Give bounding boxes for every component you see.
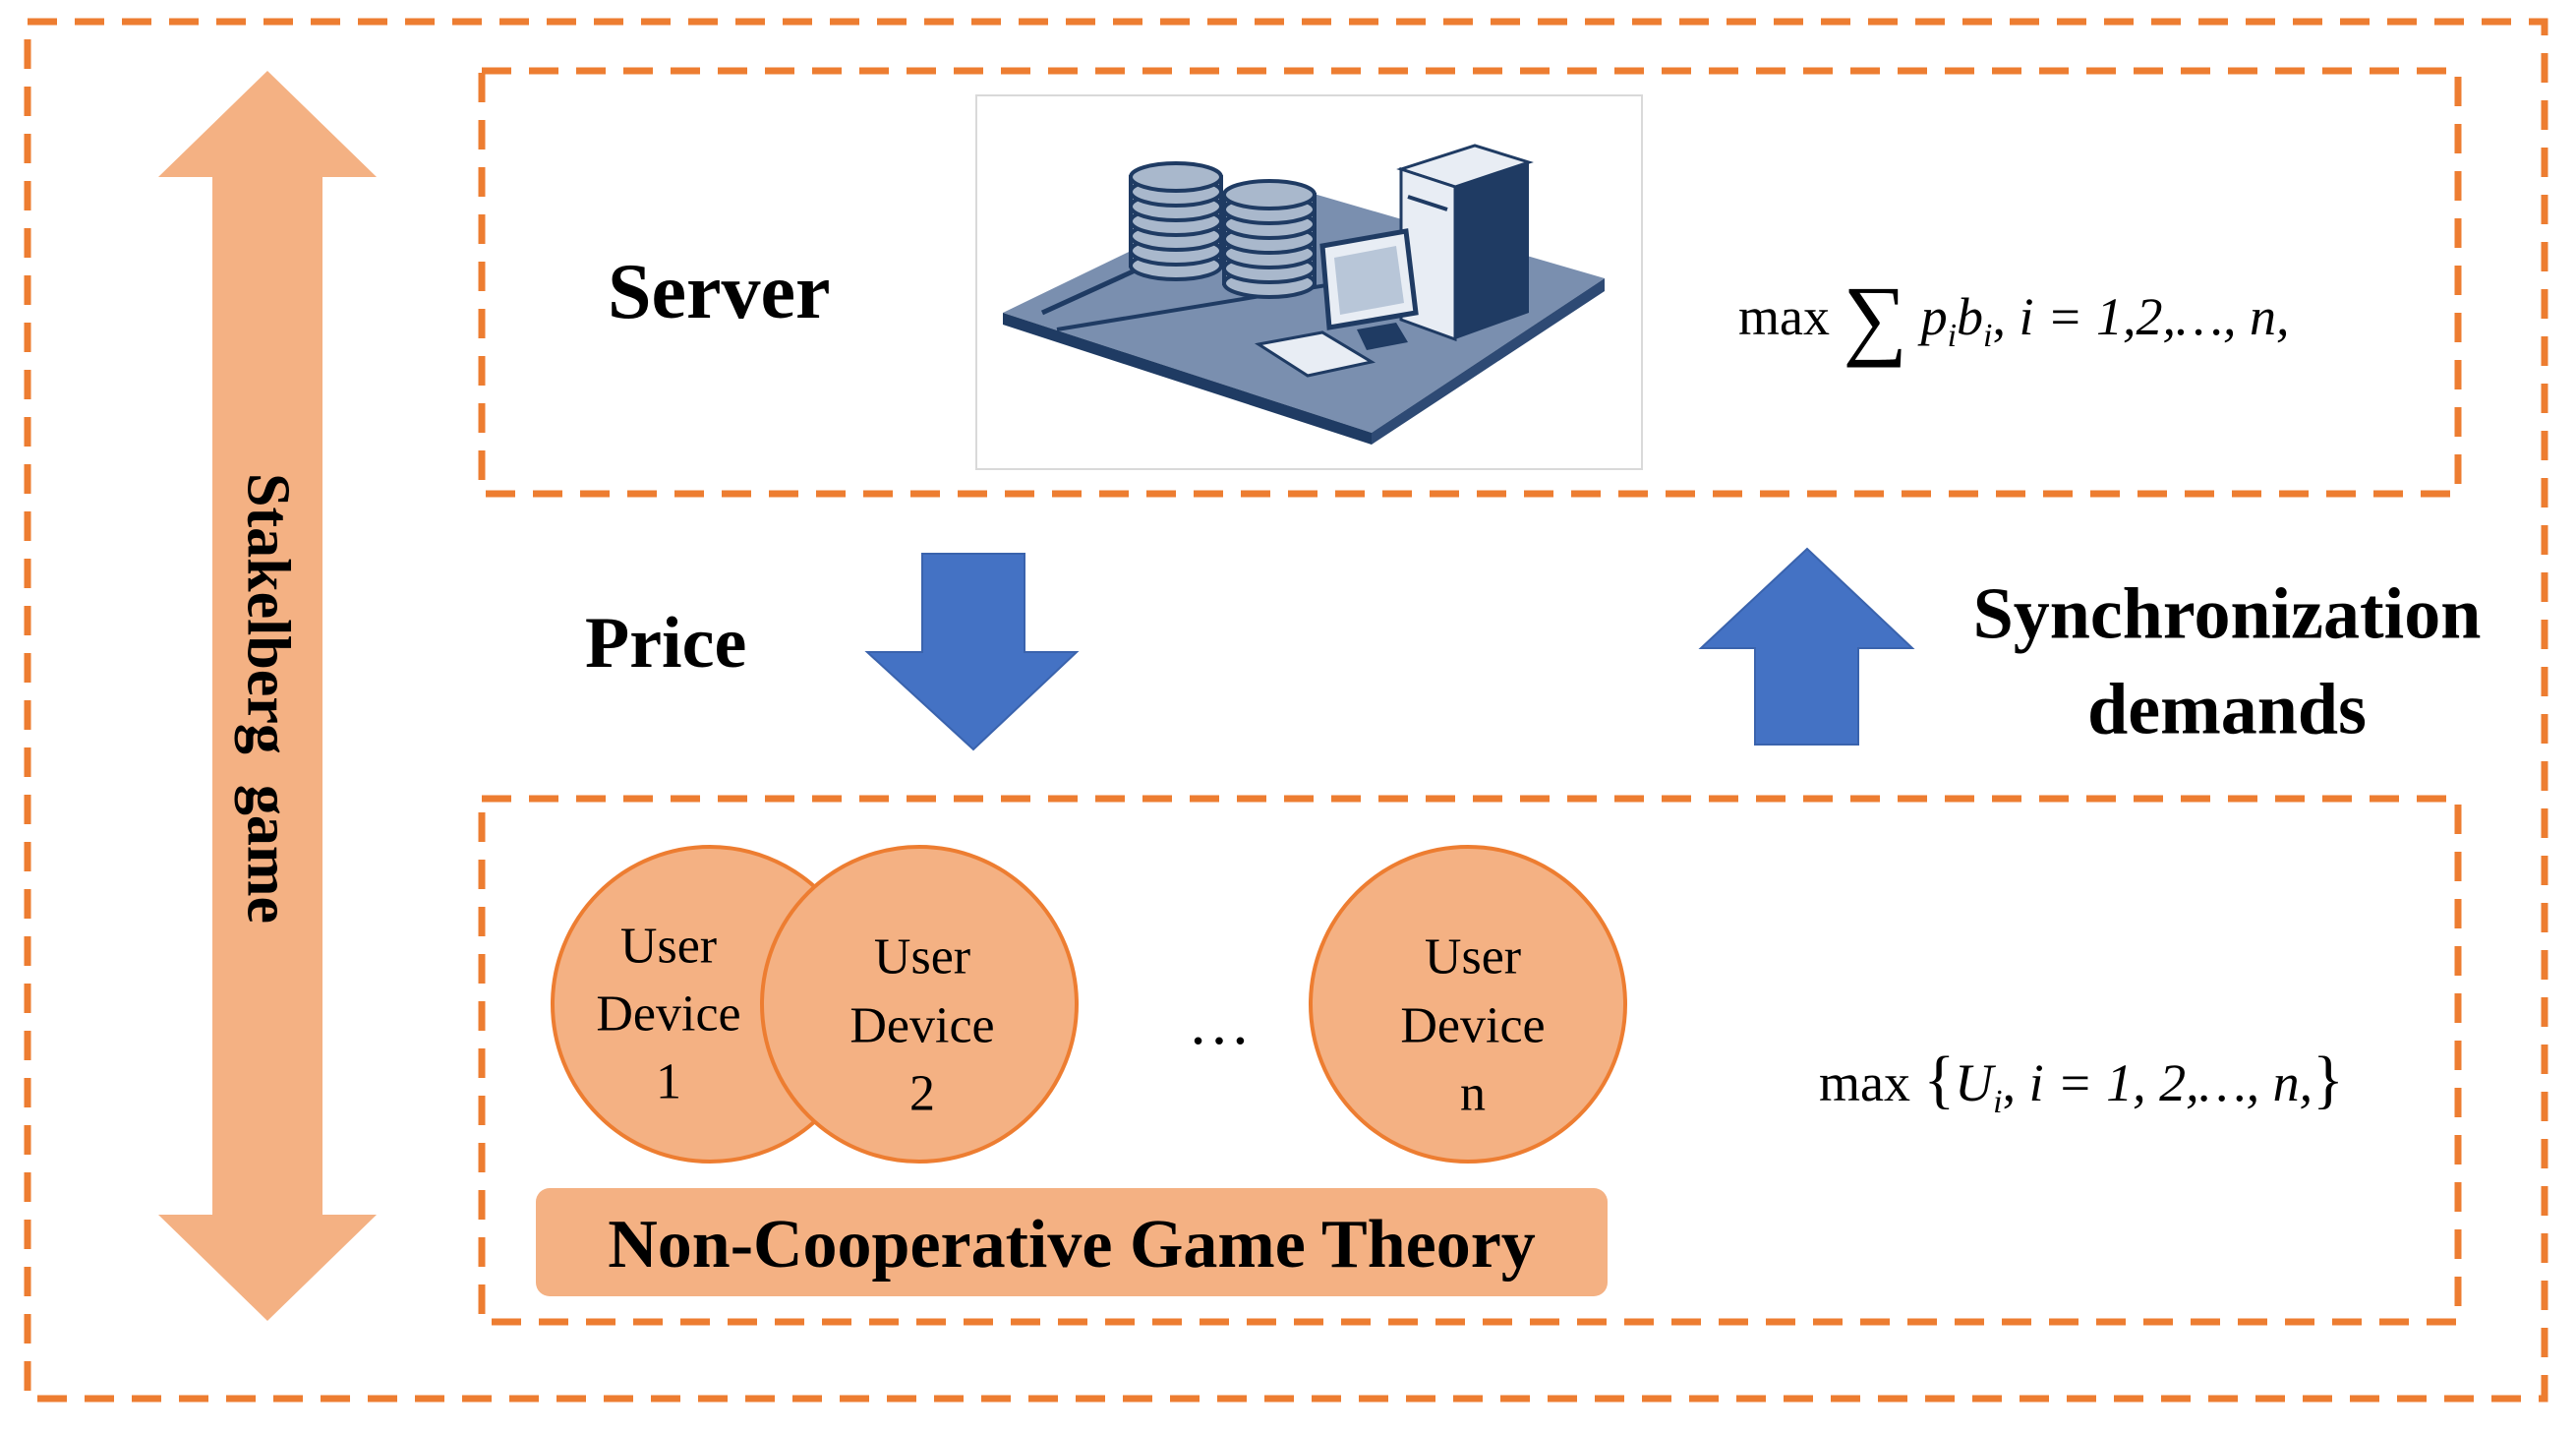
- device-1-line2: Device: [596, 985, 741, 1043]
- game-theory-label: Non-Cooperative Game Theory: [608, 1207, 1536, 1283]
- device-objective-prefix: max: [1819, 1053, 1910, 1112]
- device-n-line3: n: [1460, 1065, 1486, 1122]
- device-index-range: = 1, 2,…, n,: [2043, 1053, 2313, 1112]
- outer-frame: [24, 18, 2548, 1403]
- server-datacenter-icon: [975, 94, 1643, 470]
- bandwidth-variable: b: [1957, 287, 1984, 346]
- device-ellipsis: …: [1188, 987, 1251, 1057]
- stakelberg-game-label: Stakelberg game: [234, 472, 302, 925]
- game-theory-label-bg: [536, 1188, 1608, 1296]
- device-index-variable: i: [2028, 1053, 2044, 1112]
- device-objective-formula: max {Ui, i = 1, 2,…, n,}: [1819, 1044, 2344, 1120]
- sync-label-line1: Synchronization: [1972, 573, 2482, 655]
- device-1-line1: User: [619, 918, 718, 975]
- device-n-line1: User: [1424, 928, 1522, 985]
- device-2-line3: 2: [909, 1065, 935, 1122]
- server-index-range: = 1,2,…, n,: [2033, 287, 2290, 346]
- open-brace: {: [1923, 1044, 1956, 1115]
- device-2-line1: User: [873, 928, 971, 985]
- server-label: Server: [608, 249, 831, 335]
- price-subscript: i: [1947, 317, 1958, 354]
- device-n-line2: Device: [1400, 997, 1546, 1054]
- utility-subscript: i: [1993, 1083, 2003, 1120]
- sync-up-arrow: [1698, 547, 1915, 746]
- device-box: [478, 795, 2462, 1326]
- stakelberg-double-arrow: [158, 71, 377, 1321]
- device-circle-n: [1309, 845, 1627, 1164]
- sum-symbol: ∑: [1843, 268, 1908, 368]
- price-variable: p: [1920, 287, 1948, 346]
- device-circle-2: [760, 845, 1079, 1164]
- server-index-variable: i: [2019, 287, 2034, 346]
- device-2-line2: Device: [849, 997, 995, 1054]
- server-objective-formula: max ∑ pibi, i = 1,2,…, n,: [1738, 268, 2290, 368]
- server-objective-prefix: max: [1738, 287, 1830, 346]
- price-label: Price: [585, 603, 747, 684]
- price-down-arrow: [864, 553, 1080, 751]
- sync-label-line2: demands: [2087, 669, 2367, 750]
- bandwidth-subscript: i: [1983, 317, 1993, 354]
- close-brace: }: [2313, 1044, 2344, 1115]
- device-1-line3: 1: [656, 1053, 681, 1110]
- server-box: [478, 67, 2462, 498]
- utility-variable: U: [1955, 1053, 1994, 1112]
